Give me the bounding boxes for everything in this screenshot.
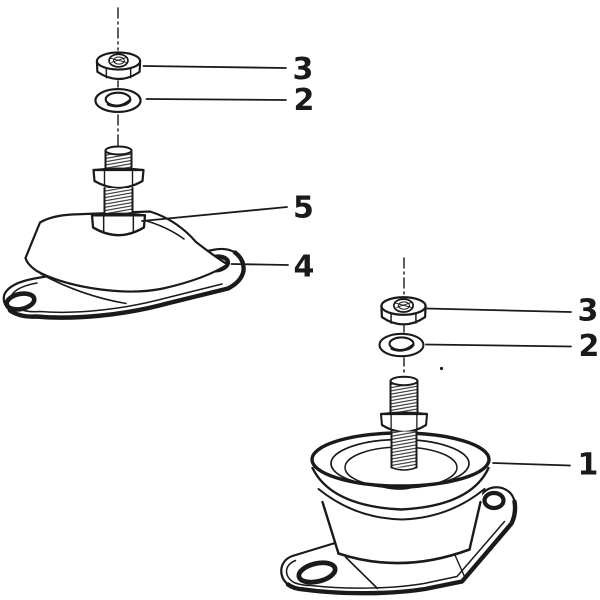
callout-label-3-bottom: 3 [578, 294, 599, 329]
bowl-inner-arc [380, 485, 417, 490]
slotted-bolt-hole [296, 560, 338, 585]
leader-line-1 [492, 462, 571, 467]
bracket-thick-edge [285, 499, 518, 596]
stud-top-face [389, 375, 419, 387]
stud-upper-nut [92, 167, 145, 190]
leader-line-2-bottom [425, 343, 572, 348]
callout-label-3-top: 3 [293, 52, 314, 87]
leader-line-3-bottom [425, 307, 572, 313]
stud-nut [379, 411, 429, 434]
threaded-stud-bottom [379, 375, 429, 471]
mount-plate-crease [40, 273, 127, 305]
hex-nut-bottom [380, 296, 427, 326]
callout-label-1: 1 [578, 448, 599, 483]
round-mount-body [310, 431, 491, 565]
bracket-inner-line [285, 520, 506, 589]
threaded-stud-top [90, 145, 147, 237]
base-plate-thick-edge [7, 250, 246, 320]
top-assembly: 3 2 5 4 [2, 7, 315, 320]
callout-label-5: 5 [293, 191, 314, 226]
bracket-crease-left [344, 556, 379, 590]
leader-line-3-top [142, 65, 287, 69]
callout-label-2-bottom: 2 [579, 329, 600, 364]
callout-label-2-top: 2 [294, 83, 315, 118]
body-bottom-edge [337, 548, 471, 565]
washer-top [94, 87, 142, 114]
stud-top-face [104, 145, 133, 156]
leader-line-4 [230, 263, 289, 266]
body-side-left [321, 500, 340, 555]
hex-nut-top [95, 51, 142, 81]
rolled-lip-lower [317, 488, 486, 521]
leader-line-5 [141, 206, 288, 222]
print-speck [439, 366, 444, 371]
mount-rubber-body [24, 210, 229, 305]
callout-label-4: 4 [294, 250, 315, 285]
washer-bottom [378, 332, 425, 358]
mount-body-outline [24, 210, 229, 293]
leader-line-2-top [145, 98, 287, 101]
stud-lower-nut [90, 212, 147, 237]
bolt-hole-left [4, 291, 37, 312]
body-side-right [468, 500, 482, 551]
bottom-assembly: 3 2 1 [280, 257, 600, 596]
bracket-tab-hole [482, 490, 506, 511]
